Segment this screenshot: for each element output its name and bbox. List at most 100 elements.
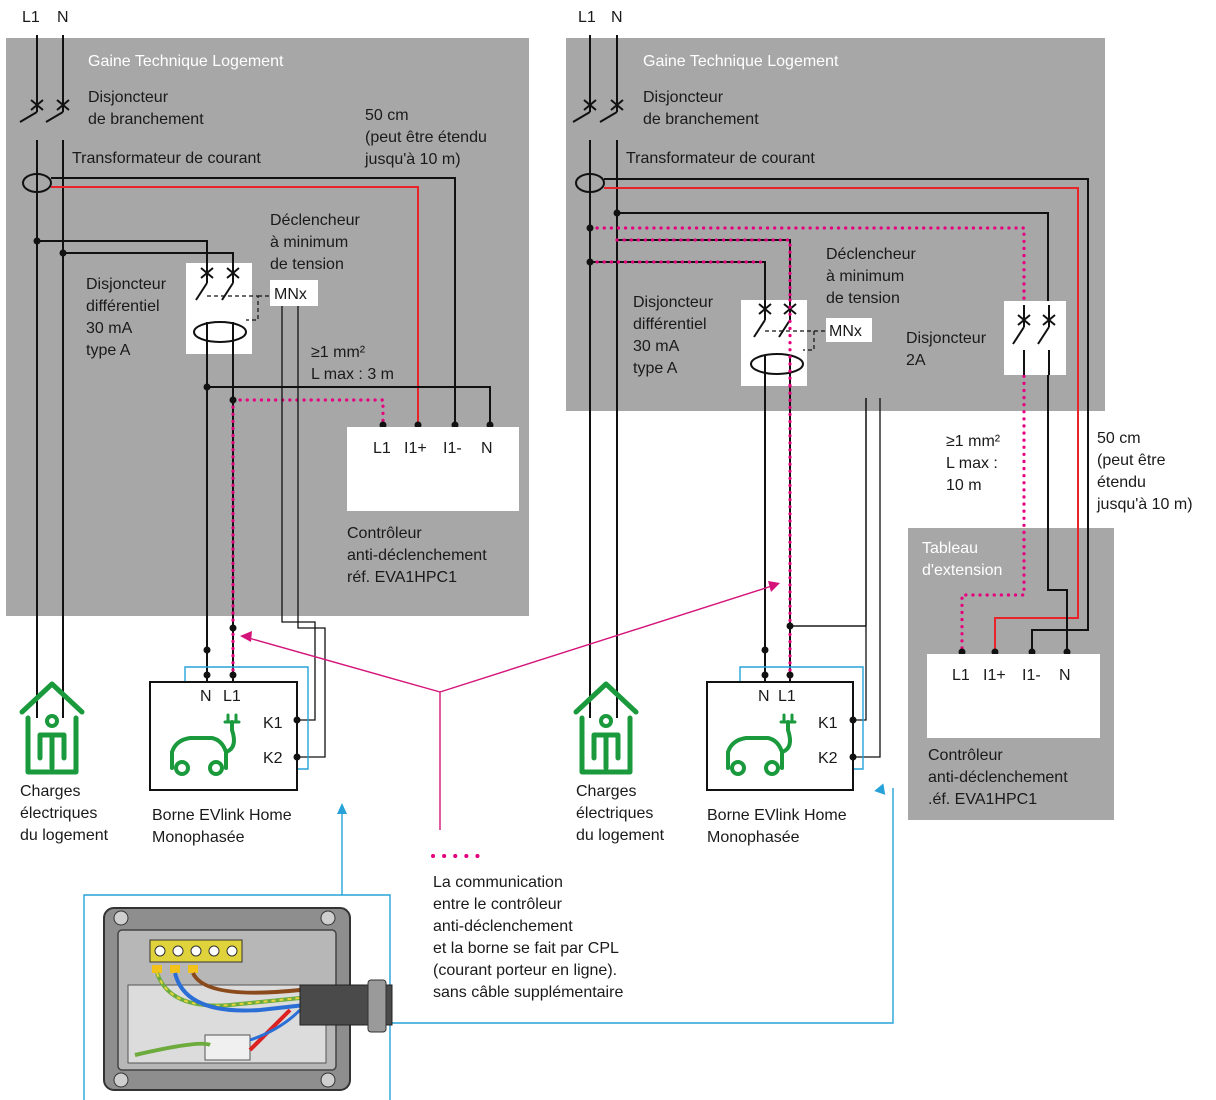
- left-house-label-3: du logement: [20, 827, 109, 844]
- left-evse-box: [149, 681, 298, 791]
- right-mnx-box: [826, 318, 872, 342]
- left-n-label: N: [57, 9, 69, 26]
- left-rcd-label-2: différentiel: [86, 298, 160, 315]
- left-controller-terminal-l1: L1: [373, 440, 391, 457]
- right-house-label-1: Charges: [576, 783, 636, 800]
- left-mnx-label: MNx: [274, 286, 307, 303]
- left-controller-terminal-i1p: I1+: [404, 440, 427, 457]
- left-breaker-label-2: de branchement: [88, 111, 204, 128]
- legend-note-5: (courant porteur en ligne).: [433, 962, 617, 979]
- right-controller-terminal-i1m: I1-: [1022, 667, 1041, 684]
- left-evse-terminal-k1: K1: [263, 715, 283, 732]
- right-ct-label: Transformateur de courant: [626, 150, 815, 167]
- right-rcd-label-2: différentiel: [633, 316, 707, 333]
- right-house-label-2: électriques: [576, 805, 653, 822]
- terminal-detail-illustration: [83, 783, 894, 1100]
- left-cable-note-1: 50 cm: [365, 107, 409, 124]
- right-house-icon: [573, 681, 639, 775]
- right-current-transformer: [575, 173, 605, 193]
- detail-callout-frame-left: [83, 808, 391, 1100]
- right-mnx-label: MNx: [829, 323, 862, 340]
- right-controller-terminal-n: N: [1059, 667, 1071, 684]
- right-area-title: Gaine Technique Logement: [643, 53, 839, 70]
- left-cable-note-2: (peut être étendu: [365, 129, 487, 146]
- legend-note-3: anti-déclenchement: [433, 918, 573, 935]
- right-evse-terminal-k2: K2: [818, 750, 838, 767]
- left-wire-note-2: L max : 3 m: [311, 366, 394, 383]
- left-undervoltage-1: Déclencheur: [270, 212, 361, 229]
- right-cable-note-3: étendu: [1097, 474, 1146, 491]
- right-cable-note-4: jusqu'à 10 m): [1096, 496, 1193, 513]
- right-evse-label-2: Monophasée: [707, 829, 800, 846]
- right-n-label: N: [611, 9, 623, 26]
- right-controller-terminal-i1p: I1+: [983, 667, 1006, 684]
- right-breaker-2a-label-2: 2A: [906, 352, 926, 369]
- right-rcd-label-4: type A: [633, 360, 678, 377]
- right-rcd-symbol: [750, 300, 815, 386]
- cpl-callouts: [240, 581, 780, 830]
- right-evse-terminal-k1: K1: [818, 715, 838, 732]
- left-ev-charger-icon: [170, 713, 241, 776]
- left-main-breaker-symbol: [19, 95, 70, 718]
- left-rcd-label-1: Disjoncteur: [86, 276, 167, 293]
- left-technical-area: [6, 38, 529, 616]
- right-rcd-label-1: Disjoncteur: [633, 294, 714, 311]
- right-main-breaker-symbol: [572, 95, 624, 718]
- right-controller-label-3: .éf. EVA1HPC1: [928, 791, 1037, 808]
- right-breaker-2a-symbol: [1012, 305, 1056, 375]
- right-breaker-label-2: de branchement: [643, 111, 759, 128]
- left-undervoltage-3: de tension: [270, 256, 344, 273]
- left-current-transformer: [22, 173, 52, 193]
- left-l1-label: L1: [22, 9, 40, 26]
- right-cable-note-2: (peut être: [1097, 452, 1166, 469]
- left-controller-terminal-n: N: [481, 440, 493, 457]
- left-house-icon: [19, 681, 85, 775]
- right-controller-label-1: Contrôleur: [928, 747, 1003, 764]
- left-evse-terminal-k2: K2: [263, 750, 283, 767]
- legend-note-2: entre le contrôleur: [433, 896, 563, 913]
- left-controller-terminal-i1m: I1-: [443, 440, 462, 457]
- right-evse-terminal-l1: L1: [778, 688, 796, 705]
- left-wire-note-1: ≥1 mm²: [311, 344, 366, 361]
- right-evse-terminal-n: N: [758, 688, 770, 705]
- right-undervoltage-3: de tension: [826, 290, 900, 307]
- left-breaker-label-1: Disjoncteur: [88, 89, 169, 106]
- left-evse-label-1: Borne EVlink Home: [152, 807, 292, 824]
- legend-note-1: La communication: [433, 874, 563, 891]
- legend-note-6: sans câble supplémentaire: [433, 984, 623, 1001]
- left-controller-label-1: Contrôleur: [347, 525, 422, 542]
- right-wire-note-2: L max :: [946, 455, 998, 472]
- detail-callout-line-right: [392, 788, 894, 1024]
- left-undervoltage-2: à minimum: [270, 234, 348, 251]
- left-rcd-symbol: [193, 263, 259, 354]
- left-controller-box: [347, 427, 519, 511]
- right-breaker-label-1: Disjoncteur: [643, 89, 724, 106]
- right-evse-label-1: Borne EVlink Home: [707, 807, 847, 824]
- left-house-label-1: Charges: [20, 783, 80, 800]
- right-controller-label-2: anti-déclenchement: [928, 769, 1068, 786]
- left-house-label-2: électriques: [20, 805, 97, 822]
- right-breaker-2a-label-1: Disjoncteur: [906, 330, 987, 347]
- right-extension-label-2: d'extension: [922, 562, 1002, 579]
- right-wire-note-3: 10 m: [946, 477, 982, 494]
- left-controller-label-2: anti-déclenchement: [347, 547, 487, 564]
- left-rcd-label-4: type A: [86, 342, 131, 359]
- right-diagram: L1 N Gaine Technique Logement Disjoncteu…: [572, 9, 1193, 846]
- right-undervoltage-2: à minimum: [826, 268, 904, 285]
- left-ct-label: Transformateur de courant: [72, 150, 261, 167]
- left-cable-note-3: jusqu'à 10 m): [364, 151, 461, 168]
- legend-note-4: et la borne se fait par CPL: [433, 940, 619, 957]
- callout-line-right: [439, 584, 776, 693]
- left-area-title: Gaine Technique Logement: [88, 53, 284, 70]
- right-rcd-label-3: 30 mA: [633, 338, 680, 355]
- right-cable-note-1: 50 cm: [1097, 430, 1141, 447]
- right-controller-box: [927, 654, 1100, 738]
- right-extension-label-1: Tableau: [922, 540, 978, 557]
- left-evse-label-2: Monophasée: [152, 829, 245, 846]
- right-controller-terminal-l1: L1: [952, 667, 970, 684]
- right-undervoltage-1: Déclencheur: [826, 246, 917, 263]
- right-l1-label: L1: [578, 9, 596, 26]
- left-mnx-box: [270, 280, 318, 306]
- right-house-label-3: du logement: [576, 827, 665, 844]
